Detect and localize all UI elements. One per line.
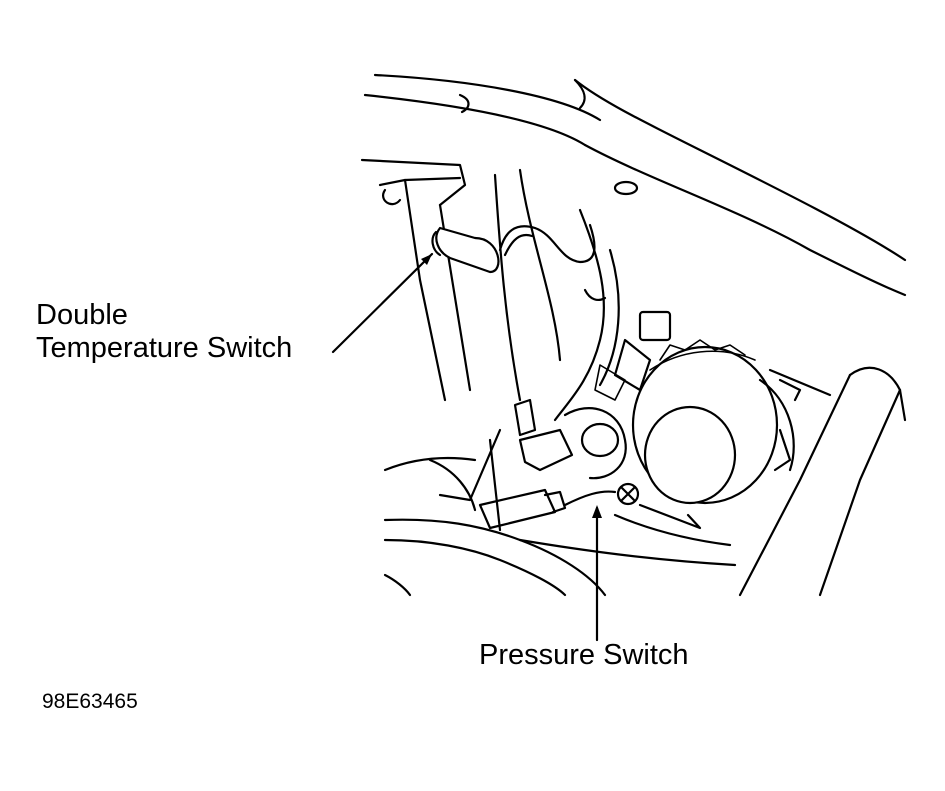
label-line-2: Temperature Switch [36, 332, 293, 364]
temperature-switch-leader [331, 252, 434, 354]
fender-outline [363, 73, 907, 297]
right-panel [738, 366, 907, 597]
mounting-bracket [360, 158, 472, 402]
hoses [493, 168, 620, 422]
double-temperature-switch-label: Double Temperature Switch [36, 299, 292, 365]
pressure-switch-label: Pressure Switch [479, 639, 689, 671]
double-temperature-switch [431, 223, 596, 274]
compressor [594, 310, 795, 505]
leader-lines [331, 252, 602, 642]
figure-id: 98E63465 [42, 690, 138, 713]
label-line-1: Double [36, 299, 128, 331]
lower-left-structure [383, 428, 737, 597]
